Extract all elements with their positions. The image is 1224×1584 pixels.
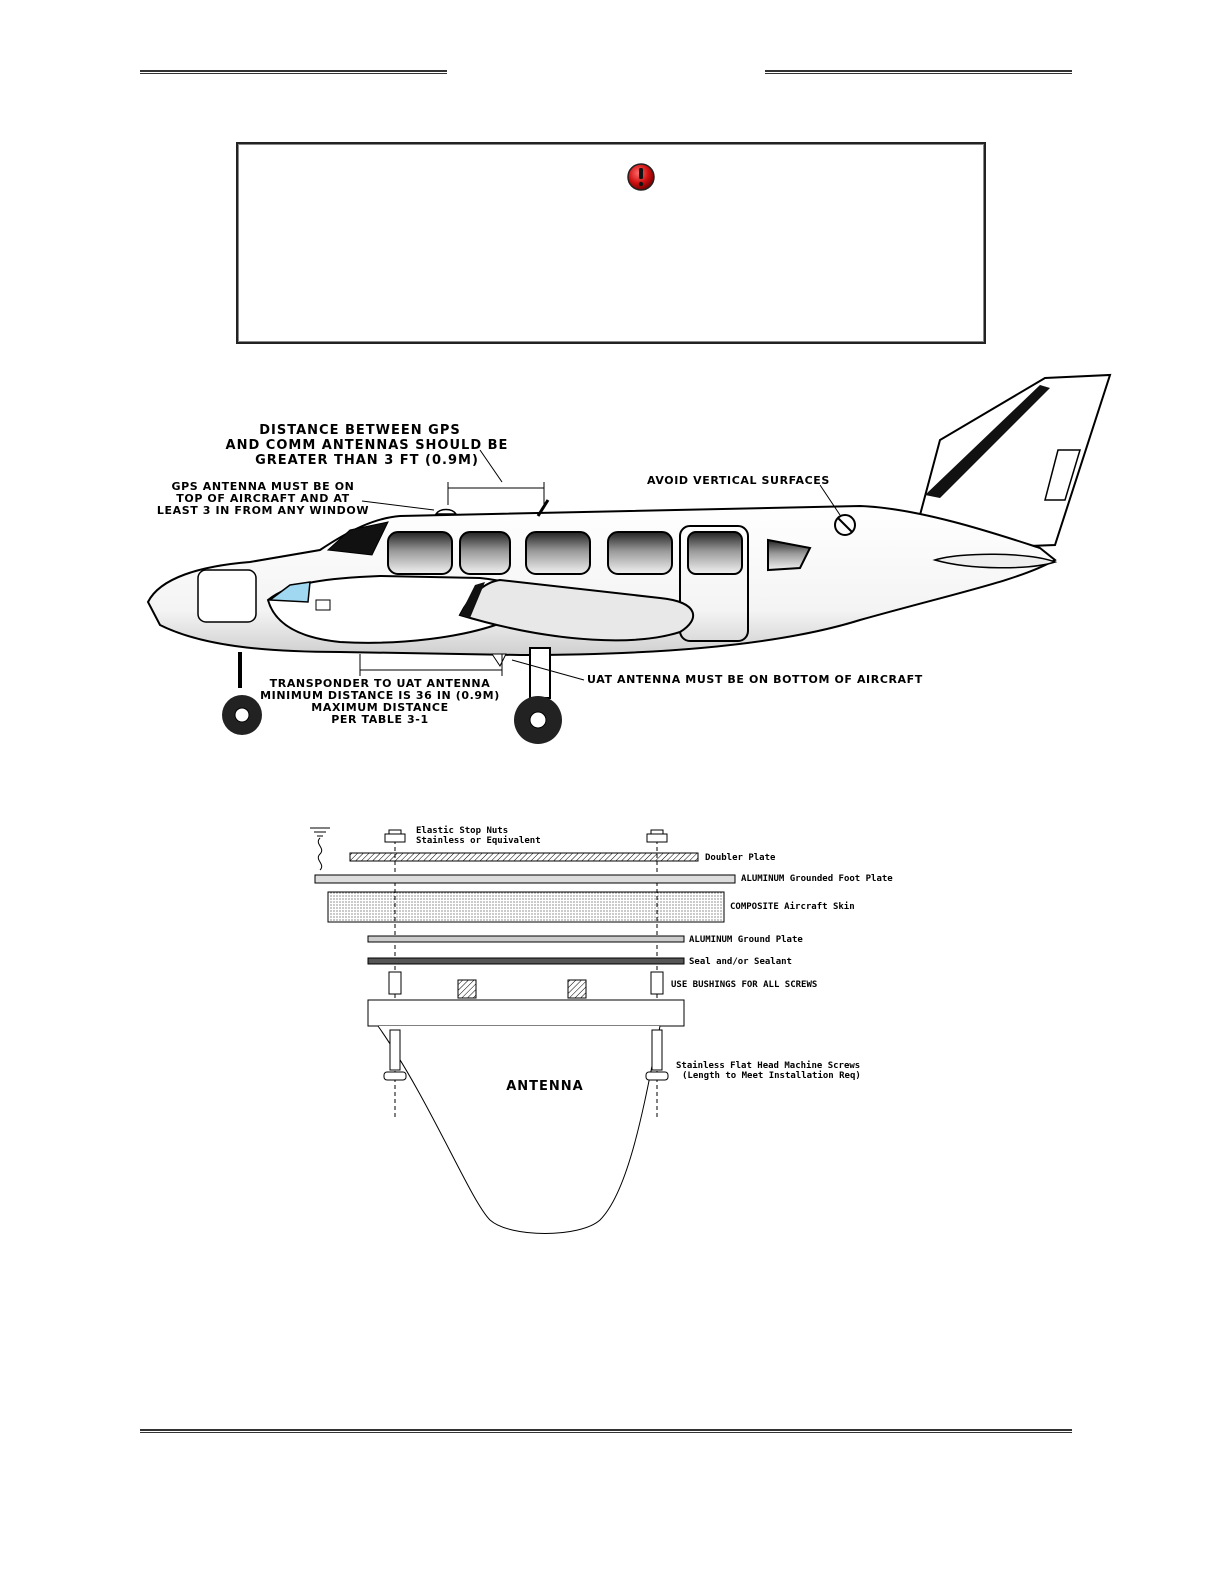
label-avoid-vertical: AVOID VERTICAL SURFACES — [647, 474, 830, 487]
windshield — [326, 521, 389, 556]
exclamation-icon — [627, 163, 655, 191]
label-screws-2: (Length to Meet Installation Req) — [682, 1070, 861, 1081]
footer-rule — [140, 1429, 1072, 1433]
leader-avoid — [819, 484, 841, 516]
label-stop-nuts-2: Stainless or Equivalent — [416, 835, 541, 846]
label-gps-comm-3: GREATER THAN 3 FT (0.9M) — [255, 453, 479, 468]
composite-skin — [327, 891, 725, 923]
bushing-right — [650, 971, 664, 995]
label-foot-plate: ALUMINUM Grounded Foot Plate — [741, 874, 893, 884]
label-composite-skin: COMPOSITE Aircraft Skin — [730, 901, 855, 912]
label-doubler-plate: Doubler Plate — [705, 853, 776, 863]
label-antenna: ANTENNA — [506, 1079, 584, 1094]
label-gps-antenna-2: TOP OF AIRCRAFT AND AT — [176, 492, 349, 505]
header-rule-left — [140, 70, 447, 74]
label-transponder-3: MAXIMUM DISTANCE — [311, 701, 448, 714]
gps-antenna — [434, 508, 458, 515]
label-transponder-4: PER TABLE 3-1 — [331, 713, 428, 726]
cabin-windows — [387, 525, 812, 642]
label-gps-comm-2: AND COMM ANTENNAS SHOULD BE — [226, 438, 509, 453]
connector-left — [457, 979, 477, 999]
doubler-plate — [349, 852, 699, 862]
uat-antenna — [491, 653, 507, 667]
label-gps-comm-1: DISTANCE BETWEEN GPS — [259, 423, 460, 438]
warning-box — [236, 142, 986, 344]
ground-plate — [367, 935, 685, 943]
leader-uat — [511, 659, 585, 681]
label-ground-plate: ALUMINUM Ground Plate — [689, 935, 803, 945]
elastic-stop-nut-left — [384, 829, 406, 843]
antenna-blade — [377, 1025, 661, 1234]
foot-plate — [314, 874, 736, 884]
horizontal-stabilizer — [932, 553, 1058, 569]
ground-symbol-icon — [310, 827, 330, 871]
header-rule-right — [765, 70, 1072, 74]
label-uat-bottom: UAT ANTENNA MUST BE ON BOTTOM OF AIRCRAF… — [587, 673, 923, 686]
label-bushings: USE BUSHINGS FOR ALL SCREWS — [671, 980, 817, 990]
screw-right — [645, 1029, 669, 1081]
label-transponder-2: MINIMUM DISTANCE IS 36 IN (0.9M) — [260, 689, 500, 702]
seal — [367, 957, 685, 965]
label-transponder-1: TRANSPONDER TO UAT ANTENNA — [270, 677, 491, 690]
elastic-stop-nut-right — [646, 829, 668, 843]
dimension-transponder-uat — [359, 654, 503, 676]
label-gps-antenna-1: GPS ANTENNA MUST BE ON — [172, 480, 355, 493]
comm-antenna — [536, 499, 550, 517]
screw-left — [383, 1029, 407, 1081]
antenna-base — [367, 999, 685, 1027]
connector-right — [567, 979, 587, 999]
label-gps-antenna-3: LEAST 3 IN FROM ANY WINDOW — [157, 504, 369, 517]
bushing-left — [388, 971, 402, 995]
label-stop-nuts-1: Elastic Stop Nuts — [416, 825, 508, 836]
main-gear — [514, 647, 562, 744]
nose-panel — [197, 569, 257, 623]
aircraft-antenna-placement-figure: DISTANCE BETWEEN GPS AND COMM ANTENNAS S… — [146, 373, 1112, 744]
leader-gps — [361, 500, 435, 511]
dimension-gps-comm — [447, 449, 545, 505]
nose-gear — [222, 652, 262, 735]
antenna-mount-exploded-figure: Elastic Stop Nuts Stainless or Equivalen… — [310, 825, 893, 1234]
label-screws-1: Stainless Flat Head Machine Screws — [676, 1060, 860, 1071]
wing — [458, 578, 695, 642]
avoid-symbol-icon — [834, 514, 856, 536]
label-seal: Seal and/or Sealant — [689, 957, 792, 967]
